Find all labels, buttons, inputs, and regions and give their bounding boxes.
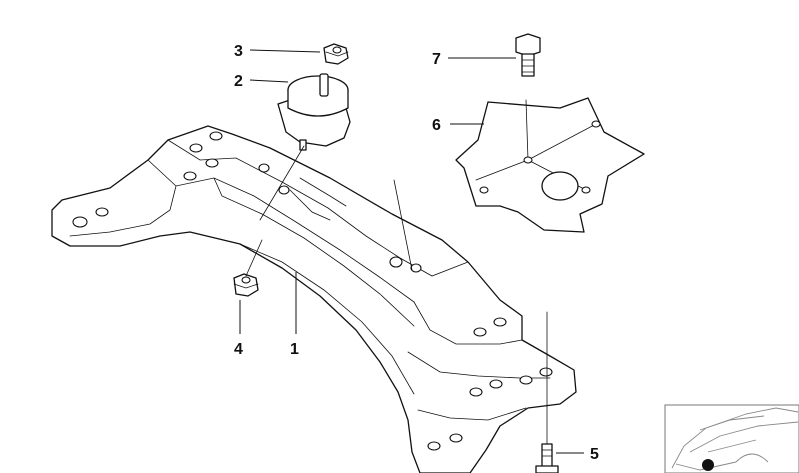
leader-lines (239, 49, 584, 454)
bolt-part-5[interactable] (535, 311, 559, 473)
callout-3: 3 (234, 43, 243, 60)
callout-6: 6 (432, 117, 441, 134)
heat-shield-part-6[interactable] (455, 97, 645, 233)
callout-2: 2 (234, 73, 243, 90)
vehicle-location-inset[interactable] (664, 404, 799, 473)
crossmember-part-1[interactable] (51, 125, 577, 473)
rubber-mount-part-2[interactable] (277, 73, 351, 151)
nut-part-4[interactable] (233, 273, 259, 297)
callout-7: 7 (432, 51, 441, 68)
callout-5: 5 (590, 446, 599, 463)
assembly-guide-lines (245, 145, 413, 277)
location-marker-icon (702, 459, 714, 471)
nut-part-3[interactable] (323, 43, 349, 65)
bolt-part-7[interactable] (515, 33, 541, 77)
callout-1: 1 (290, 341, 299, 358)
callout-4: 4 (234, 341, 243, 358)
callout-labels: 3 2 7 6 1 4 5 (234, 43, 599, 463)
